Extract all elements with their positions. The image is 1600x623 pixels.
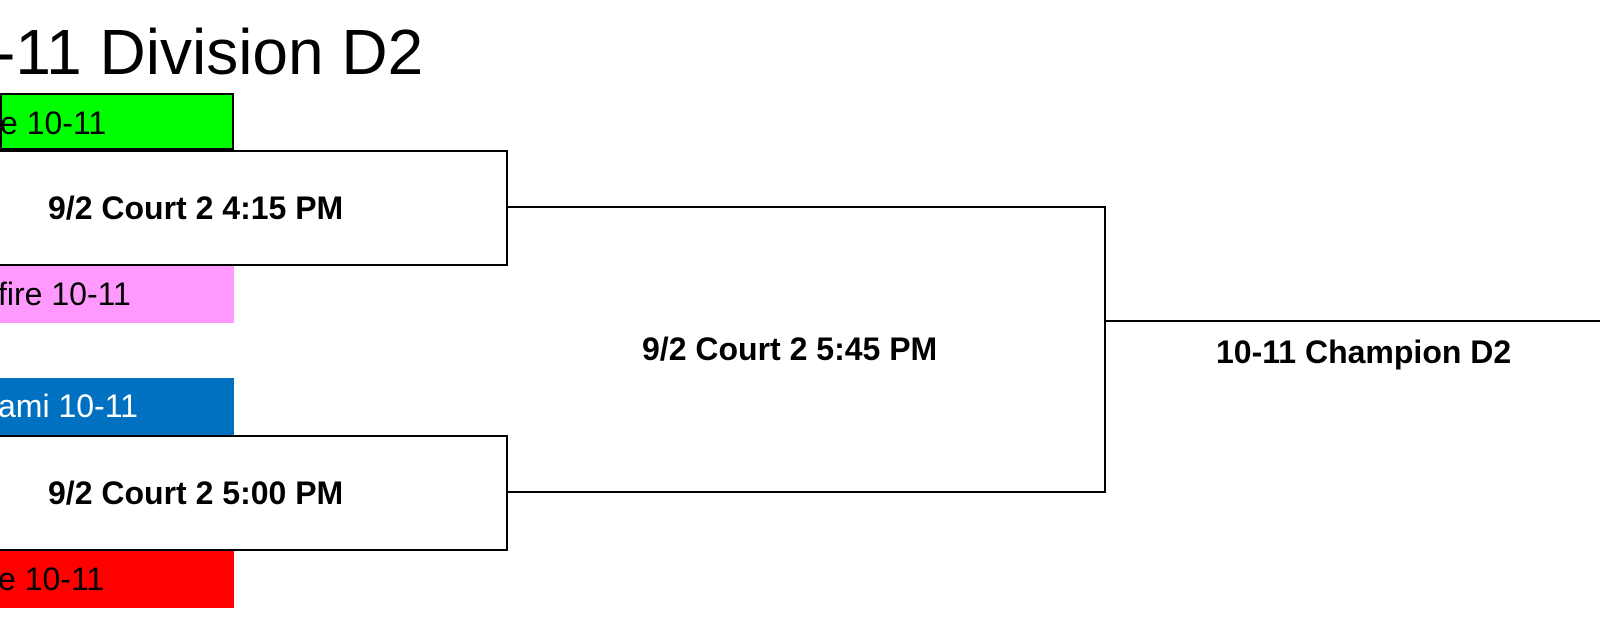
final-game-label: 9/2 Court 2 5:45 PM xyxy=(642,331,938,367)
game-1-label: 9/2 Court 2 4:15 PM xyxy=(48,190,344,226)
team-slot-2: fire 10-11 xyxy=(0,266,234,323)
team-name: e 10-11 xyxy=(0,561,105,597)
team-slot-1: e 10-11 xyxy=(0,93,234,150)
game-2-label: 9/2 Court 2 5:00 PM xyxy=(48,475,344,511)
team-slot-4: e 10-11 xyxy=(0,551,234,608)
connector-line-bottom xyxy=(508,491,1106,493)
champion-line xyxy=(1104,320,1600,322)
game-box-2 xyxy=(0,435,508,551)
champion-label: 10-11 Champion D2 xyxy=(1216,334,1512,370)
connector-line-vertical xyxy=(1104,206,1106,493)
game-box-1 xyxy=(0,150,508,266)
team-name: ami 10-11 xyxy=(0,388,138,424)
team-slot-3: ami 10-11 xyxy=(0,378,234,435)
connector-line-top xyxy=(508,206,1106,208)
team-name: fire 10-11 xyxy=(0,276,131,312)
bracket-title: -11 Division D2 xyxy=(0,16,424,88)
team-name: e 10-11 xyxy=(0,105,107,141)
